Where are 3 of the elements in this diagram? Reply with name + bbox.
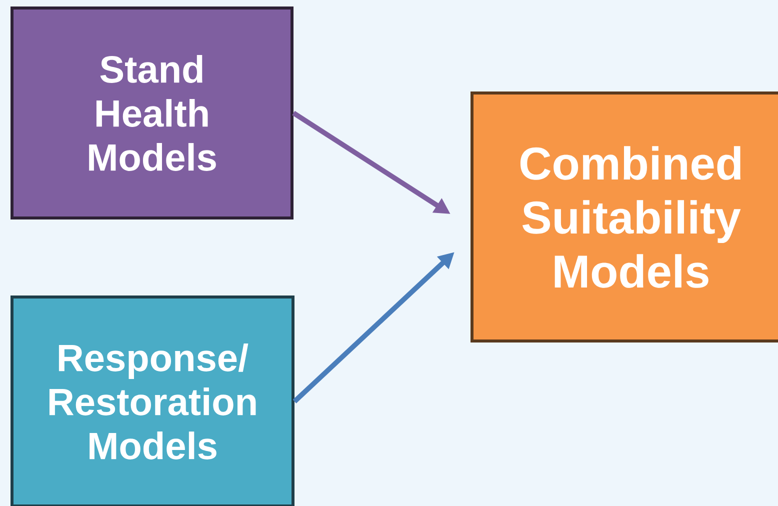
model-box: Combined Suitability Models (470, 92, 778, 342)
model-box: Stand Health Models (10, 6, 294, 220)
model-box: Response/ Restoration Models (10, 296, 294, 506)
